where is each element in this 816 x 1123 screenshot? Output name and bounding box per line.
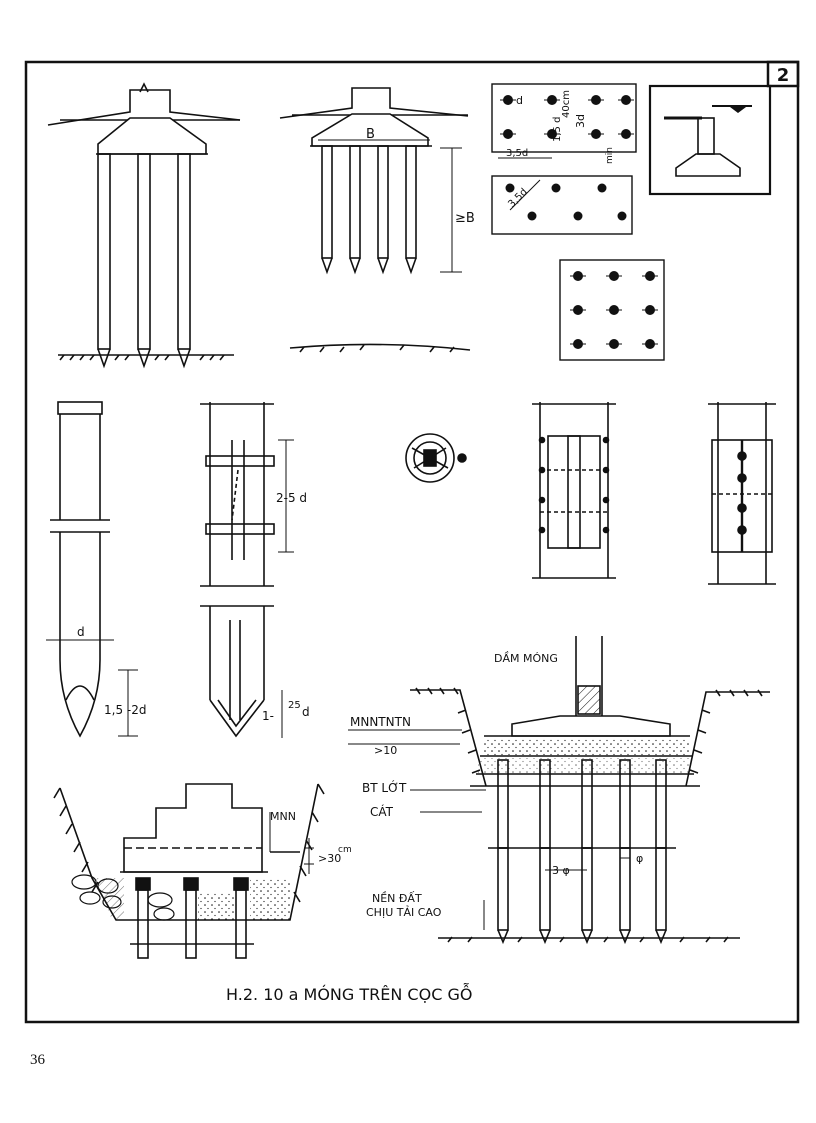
dim-tip2-b: 25	[288, 700, 301, 711]
dim-ge-B: ≥B	[455, 211, 475, 226]
fig-pile-group-b	[279, 87, 471, 353]
label-nen-dat-1: NỀN ĐẤT	[372, 891, 422, 905]
fig-foundation-mnn-fill	[71, 874, 290, 921]
dim-tip-d: d	[77, 625, 85, 639]
sheet-number-box: 2	[766, 60, 800, 88]
fig-pit-foundation-fill	[478, 738, 690, 774]
dim-B: B	[366, 127, 375, 142]
fig-ring-cross-section	[405, 433, 467, 483]
dim-tip2-a: 1-	[262, 709, 274, 723]
fig-pile-tip	[46, 401, 138, 738]
dim-d: d	[516, 94, 523, 107]
dim-2-5d: 2-5 d	[276, 491, 307, 505]
fig-pile-splice-clamp	[200, 402, 294, 738]
dim-cm: cm	[338, 845, 352, 855]
fig-section-inset	[648, 84, 772, 196]
label-cat: CÁT	[370, 804, 394, 819]
figure-caption: H.2. 10 a MÓNG TRÊN CỌC GỖ	[226, 983, 472, 1004]
sheet-number: 2	[777, 65, 790, 86]
label-mnntntn: MNNTNTN	[350, 715, 411, 729]
dim-30: >30	[318, 852, 341, 865]
fig-spacing-grid-stagger	[491, 175, 633, 235]
fig-pile-group-wide	[47, 82, 241, 369]
fig-pile-splice-bolted	[532, 402, 616, 579]
dim-3phi: 3 φ	[552, 864, 570, 877]
dim-3d: 3d	[574, 114, 587, 128]
label-mnn: MNN	[270, 810, 296, 823]
dim-phi: φ	[636, 852, 643, 865]
page-number: 36	[30, 1052, 45, 1068]
dim-3-5d: 3,5d	[506, 148, 528, 159]
label-dam-mong: DẦM MÓNG	[494, 651, 558, 665]
fig-spacing-grid-square	[559, 259, 665, 361]
label-nen-dat-2: CHỊU TẢI CAO	[366, 905, 442, 919]
sheet-frame	[24, 60, 800, 1024]
dim-tip-len: 1,5 -2d	[104, 703, 146, 717]
dim-1-5d: 1,5 d	[552, 117, 563, 142]
fig-foundation-mnn	[53, 783, 325, 959]
dim-tip2-c: d	[302, 705, 310, 719]
dim-min: min	[605, 147, 615, 164]
dim-40cm: 40cm	[561, 90, 572, 118]
fig-pile-splice-side	[708, 402, 776, 585]
label-bt-lot: BT LỚT	[362, 780, 407, 795]
dim-10: >10	[374, 744, 397, 757]
fig-spacing-grid-rect	[491, 83, 637, 159]
